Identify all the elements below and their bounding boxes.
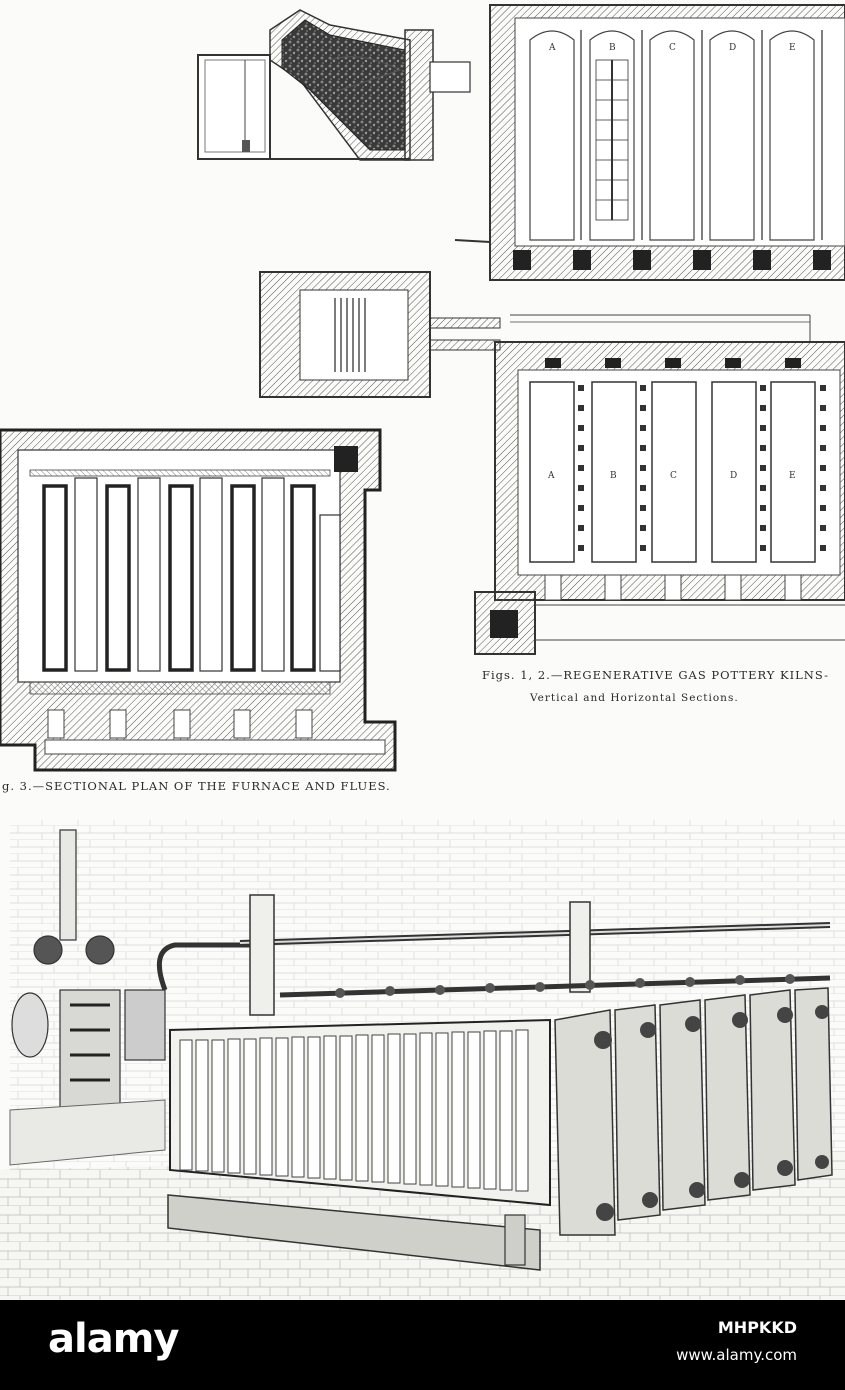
filter-press-engraving <box>0 820 845 1300</box>
watermark-url: www.alamy.com <box>676 1346 797 1364</box>
horizontal-chamber-label-e: E <box>789 471 796 481</box>
kiln-vertical-section-figure: A B C D E <box>454 4 845 281</box>
furnace-flues-plan-figure <box>0 428 397 772</box>
furnace-section-figure <box>197 9 471 161</box>
vertical-chamber-label-d: D <box>729 43 736 53</box>
horizontal-chamber-label-a: A <box>547 471 555 481</box>
watermark-image-id: MHPKKD <box>717 1318 797 1337</box>
watermark-bar <box>0 1300 845 1390</box>
horizontal-chamber-label-c: C <box>670 471 677 481</box>
watermark-logo: alamy <box>48 1316 179 1362</box>
kiln-horizontal-section-figure: A B C D E <box>474 341 845 655</box>
horizontal-chamber-label-d: D <box>730 471 737 481</box>
regenerator-plan-figure <box>259 271 811 398</box>
figs-1-2-subcaption: Vertical and Horizontal Sections. <box>530 692 739 704</box>
vertical-chamber-label-a: A <box>548 43 556 53</box>
figs-1-2-caption: Figs. 1, 2.—REGENERATIVE GAS POTTERY KIL… <box>482 668 830 682</box>
engraving-illustration: A B C D E <box>0 4 845 1300</box>
fig-3-caption: g. 3.—SECTIONAL PLAN OF THE FURNACE AND … <box>2 779 391 793</box>
vertical-chamber-label-c: C <box>669 43 676 53</box>
vertical-chamber-label-e: E <box>789 43 796 53</box>
vertical-chamber-label-b: B <box>609 43 616 53</box>
horizontal-chamber-label-b: B <box>610 471 617 481</box>
